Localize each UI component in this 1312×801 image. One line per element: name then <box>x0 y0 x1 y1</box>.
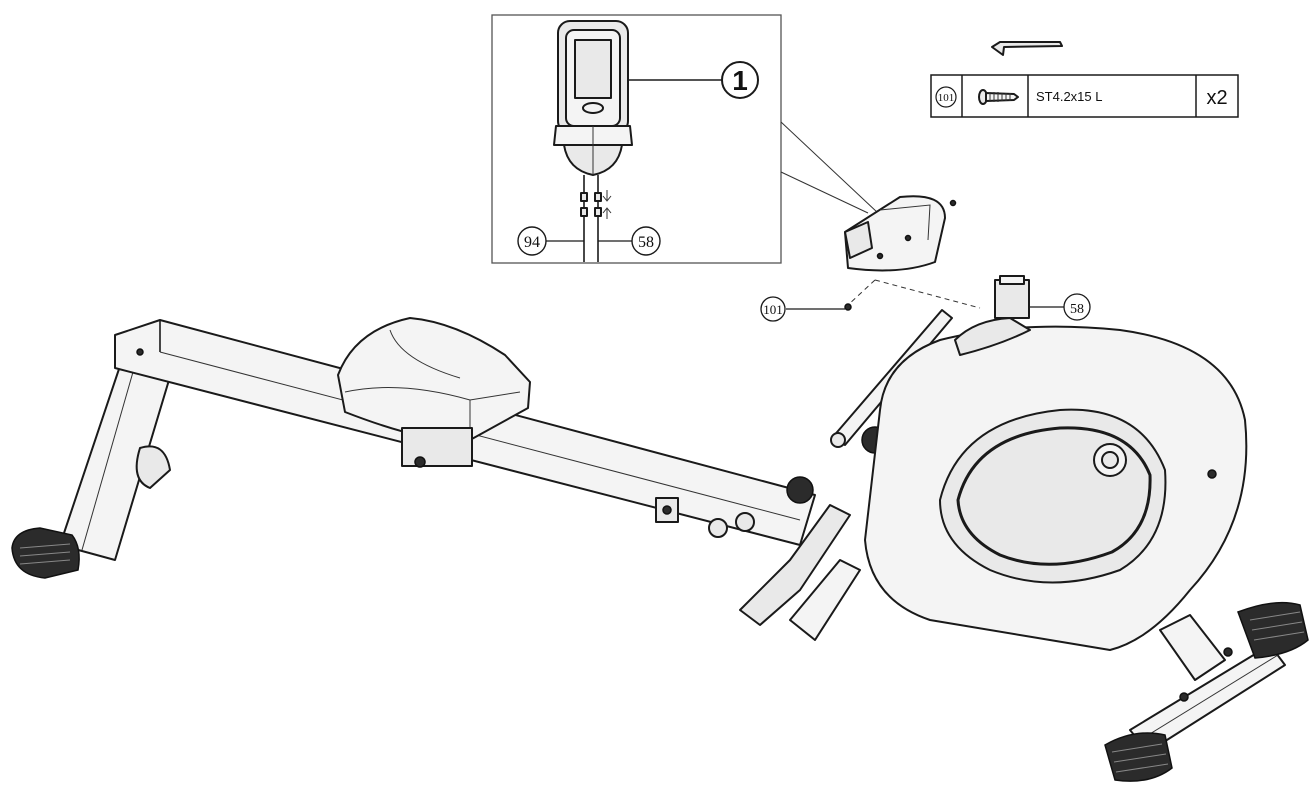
detail-inset: 1 94 58 <box>491 14 879 264</box>
rear-foot-cap <box>11 527 80 579</box>
screw-icon <box>844 303 852 311</box>
callout-circle-screw <box>760 296 786 322</box>
seat <box>337 317 531 468</box>
console-front-view <box>553 20 633 176</box>
flywheel-housing <box>864 275 1248 651</box>
callout-screw: 101 <box>763 302 783 317</box>
table-spec: ST4.2x15 L <box>1036 89 1103 104</box>
callout-console: 1 <box>732 65 748 96</box>
callout-cable-left: 94 <box>524 234 540 251</box>
callout-circle-cable-right <box>631 226 661 256</box>
front-stabilizer <box>1104 601 1309 782</box>
callout-circle-console <box>721 61 759 99</box>
allen-key-icon <box>991 41 1063 56</box>
callout-circle-machine-cable <box>1063 293 1091 321</box>
part-number-circle <box>935 86 957 108</box>
screw-icon <box>978 89 1019 105</box>
hardware-table: 101 ST4.2x15 L x2 <box>930 74 1239 118</box>
rowing-machine: 58 <box>11 275 1309 782</box>
callout-machine-cable: 58 <box>1070 302 1084 317</box>
callout-cable-right: 58 <box>638 234 654 251</box>
table-part-number: 101 <box>938 92 955 104</box>
foot-pedals <box>739 426 889 641</box>
table-quantity: x2 <box>1206 87 1227 109</box>
console-cables <box>580 175 612 262</box>
callout-circle-cable-left <box>517 226 547 256</box>
console-exploded: 101 <box>760 195 981 322</box>
